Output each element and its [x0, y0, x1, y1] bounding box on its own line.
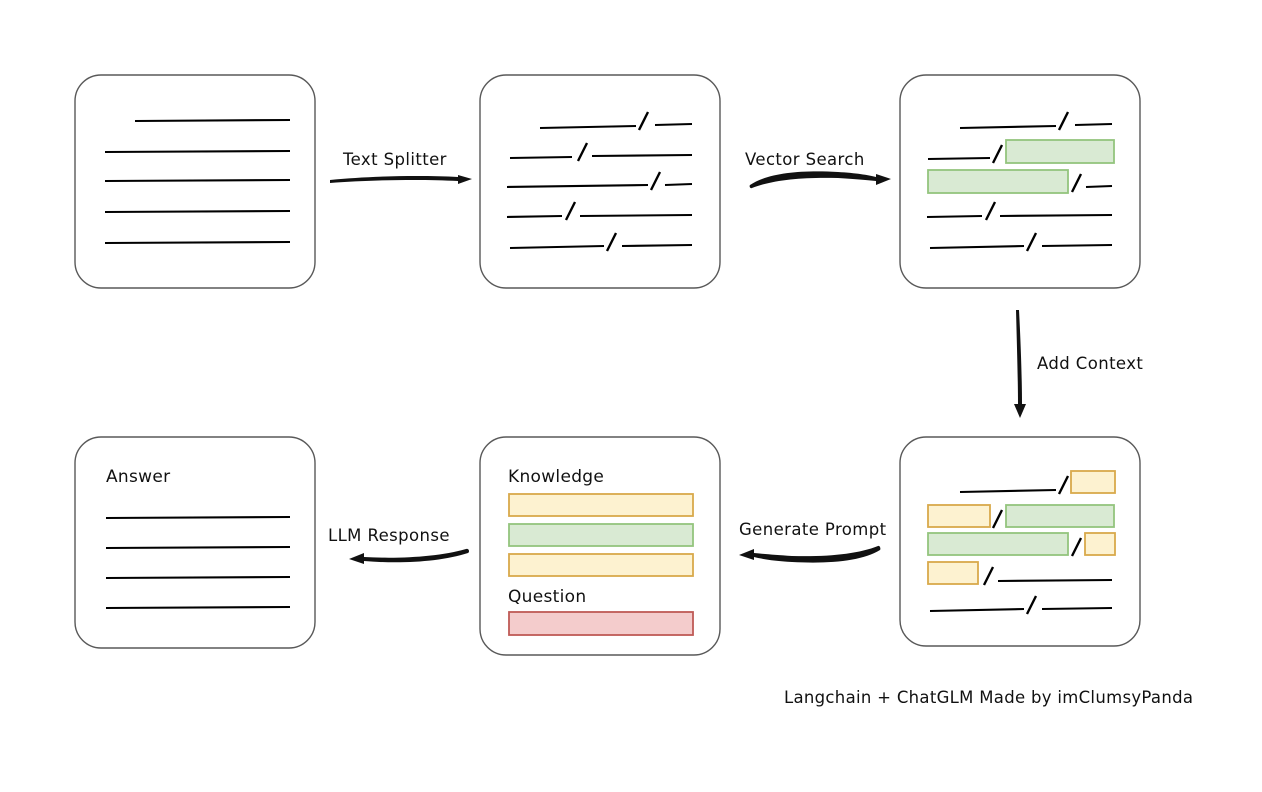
edge-text-splitter: Text Splitter [330, 150, 472, 184]
edge-generate-prompt-label: Generate Prompt [739, 520, 887, 539]
matched-chunks-rules [926, 111, 1115, 252]
split-chunks-card[interactable] [479, 74, 721, 289]
source-document-rules [104, 118, 291, 245]
node-source-document[interactable] [74, 74, 316, 289]
highlight-yellow-chip [927, 504, 991, 528]
node-answer[interactable]: Answer [74, 436, 316, 649]
context-document-rules [927, 470, 1116, 615]
edge-add-context-label: Add Context [1037, 354, 1143, 373]
diagram-caption: Langchain + ChatGLM Made by imClumsyPand… [784, 688, 1193, 707]
question-bar-red [508, 611, 694, 636]
answer-card[interactable] [74, 436, 316, 649]
edge-text-splitter-label: Text Splitter [342, 150, 447, 169]
edge-add-context: Add Context [1014, 310, 1143, 418]
node-prompt[interactable]: Knowledge Question [479, 436, 721, 656]
arrow-right-icon [330, 175, 472, 184]
edge-generate-prompt: Generate Prompt [739, 520, 887, 563]
edge-llm-response: LLM Response [328, 526, 470, 564]
edge-vector-search: Vector Search [745, 150, 891, 189]
arrow-right-icon [749, 171, 891, 189]
knowledge-bar-yellow [508, 553, 694, 577]
highlight-green-chip [1005, 139, 1115, 164]
knowledge-bar-yellow [508, 493, 694, 517]
arrow-down-icon [1014, 310, 1026, 418]
arrow-left-icon [349, 548, 470, 564]
edge-llm-response-label: LLM Response [328, 526, 450, 545]
node-split-chunks[interactable] [479, 74, 721, 289]
node-matched-chunks[interactable] [899, 74, 1141, 289]
split-chunks-rules [506, 111, 693, 252]
question-heading: Question [508, 587, 586, 607]
highlight-yellow-chip [1084, 532, 1116, 556]
highlight-green-chip [1005, 504, 1115, 528]
highlight-green-chip [927, 532, 1069, 556]
knowledge-bar-green [508, 523, 694, 547]
highlight-yellow-chip [927, 561, 979, 585]
edge-vector-search-label: Vector Search [745, 150, 865, 169]
highlight-yellow-chip [1070, 470, 1116, 494]
arrow-left-icon [739, 545, 881, 563]
knowledge-heading: Knowledge [508, 467, 604, 487]
answer-heading: Answer [106, 467, 170, 487]
highlight-green-chip [927, 169, 1069, 194]
node-context-document[interactable] [899, 436, 1141, 647]
answer-rules [105, 515, 291, 610]
